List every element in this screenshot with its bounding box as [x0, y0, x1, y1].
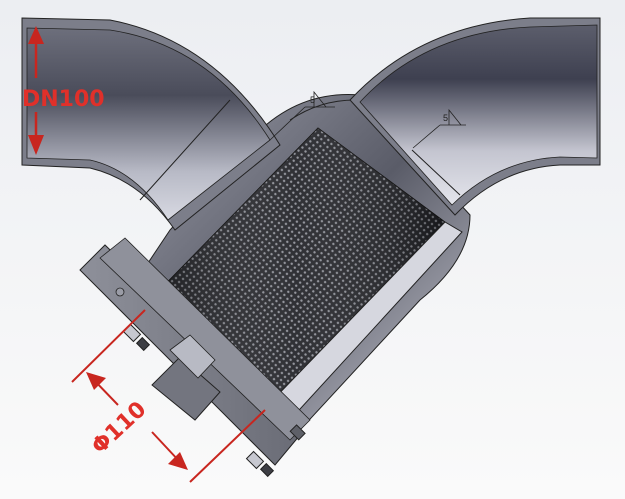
outlet-elbow — [349, 17, 601, 216]
pipe-size-label: DN100 — [22, 87, 105, 112]
weld-size-left: 5 — [310, 95, 315, 105]
flange-bolts — [122, 323, 306, 478]
inlet-elbow — [21, 17, 281, 231]
dn100-dimension: DN100 — [22, 26, 105, 155]
weld-symbol-right: 5 — [412, 108, 466, 149]
drain-plug — [151, 334, 221, 421]
weld-size-right: 5 — [443, 113, 448, 123]
weld-symbol-left: 5 — [269, 90, 335, 141]
